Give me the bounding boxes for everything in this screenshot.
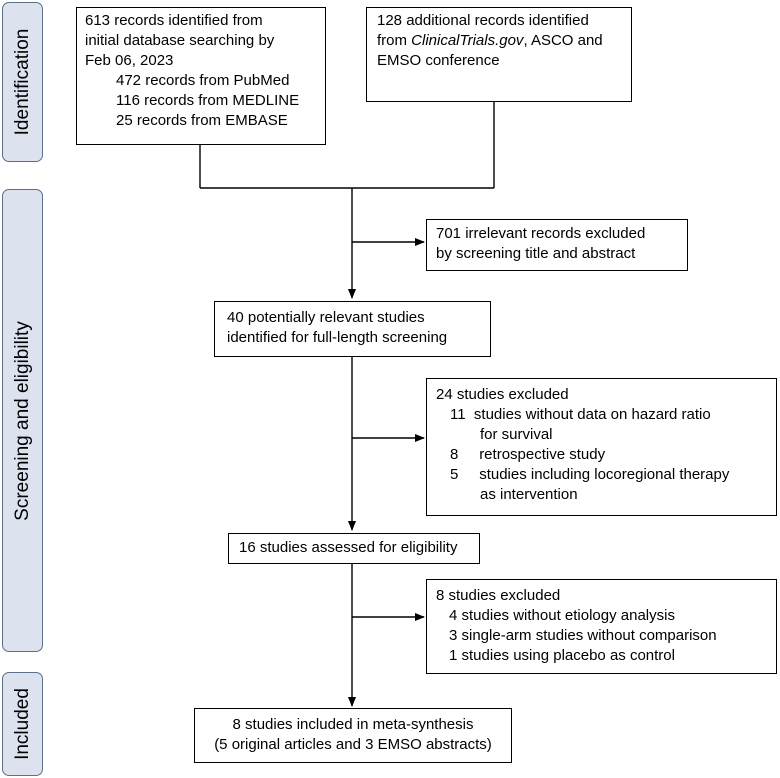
- eligibility-text: 16 studies assessed for eligibility: [239, 539, 458, 556]
- excluded-eligibility-item-1: 4 studies without etiology analysis: [449, 607, 675, 624]
- excluded-fulltext-item-1-cont: for survival: [480, 426, 553, 443]
- excluded-fulltext-item-2: 8 retrospective study: [450, 446, 606, 463]
- excluded-screening-line-2: by screening title and abstract: [436, 245, 636, 262]
- additional-line-1: 128 additional records identified: [377, 12, 589, 29]
- excluded-screening-line-1: 701 irrelevant records excluded: [436, 225, 646, 242]
- excluded-eligibility-item-2: 3 single-arm studies without comparison: [449, 627, 717, 644]
- box-eligibility: 16 studies assessed for eligibility: [228, 533, 480, 564]
- excluded-fulltext-item-1: 11 studies without data on hazard ratio: [450, 406, 711, 423]
- additional-line-2: from ClinicalTrials.gov, ASCO and: [377, 32, 603, 49]
- database-sub-pubmed: 472 records from PubMed: [116, 72, 290, 89]
- excluded-fulltext-item-3: 5 studies including locoregional therapy: [450, 466, 730, 483]
- database-line-3: Feb 06, 2023: [85, 52, 174, 69]
- excluded-eligibility-item-3: 1 studies using placebo as control: [449, 647, 675, 664]
- database-line-2: initial database searching by: [85, 32, 275, 49]
- potentially-relevant-line-1: 40 potentially relevant studies: [227, 309, 425, 326]
- box-included: 8 studies included in meta-synthesis (5 …: [194, 708, 512, 763]
- box-excluded-screening: 701 irrelevant records excluded by scree…: [426, 219, 688, 271]
- stage-identification: Identification: [2, 2, 43, 162]
- database-sub-medline: 116 records from MEDLINE: [116, 92, 300, 109]
- box-excluded-fulltext: 24 studies excluded 11 studies without d…: [426, 378, 777, 516]
- excluded-fulltext-item-3-cont: as intervention: [480, 486, 578, 503]
- box-potentially-relevant: 40 potentially relevant studies identifi…: [214, 301, 491, 357]
- box-excluded-eligibility: 8 studies excluded 4 studies without eti…: [426, 579, 777, 674]
- potentially-relevant-line-2: identified for full-length screening: [227, 329, 448, 346]
- box-additional-records: 128 additional records identified from C…: [366, 7, 632, 102]
- excluded-fulltext-title: 24 studies excluded: [436, 386, 569, 403]
- box-database-records: 613 records identified from initial data…: [76, 7, 326, 145]
- excluded-eligibility-title: 8 studies excluded: [436, 587, 561, 604]
- additional-line-3: EMSO conference: [377, 52, 500, 69]
- stage-included: Included: [2, 672, 43, 776]
- database-sub-embase: 25 records from EMBASE: [116, 112, 288, 129]
- stage-screening: Screening and eligibility: [2, 189, 43, 652]
- included-line-2: (5 original articles and 3 EMSO abstract…: [214, 736, 492, 753]
- included-line-1: 8 studies included in meta-synthesis: [232, 716, 474, 733]
- database-line-1: 613 records identified from: [85, 12, 263, 29]
